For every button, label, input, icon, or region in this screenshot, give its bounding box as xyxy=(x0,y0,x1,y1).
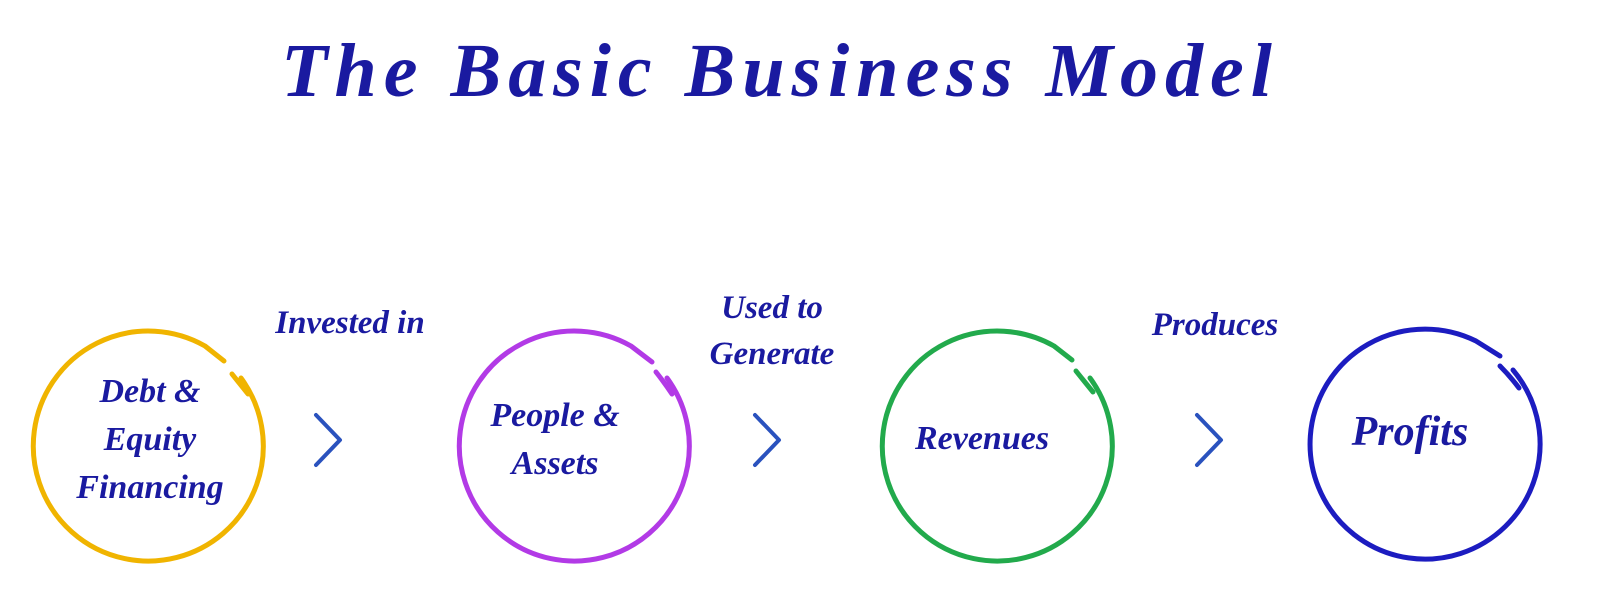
node-revenues: Revenues xyxy=(872,415,1092,463)
node-circle-revenues xyxy=(879,328,1115,564)
node-circle-people-assets xyxy=(456,328,692,564)
node-profits: Profits xyxy=(1300,408,1520,456)
chevron-right-icon xyxy=(1195,413,1223,467)
node-circle-profits xyxy=(1307,326,1543,562)
node-people-assets: People & Assets xyxy=(445,392,665,488)
node-circle-debt-equity xyxy=(30,328,266,564)
edge-label-used-to-generate: Used to Generate xyxy=(672,285,872,377)
edge-label-produces: Produces xyxy=(1110,302,1320,348)
node-label-line: Profits xyxy=(1351,409,1469,455)
node-label-line: People & xyxy=(490,397,620,434)
edge-label-invested-in: Invested in xyxy=(230,300,470,346)
edge-label-line: Used to xyxy=(721,290,823,326)
node-label-line: Assets xyxy=(511,445,599,482)
edge-label-line: Invested in xyxy=(275,305,425,341)
node-label-line: Equity xyxy=(103,421,197,458)
edge-label-line: Produces xyxy=(1151,307,1279,343)
node-label-line: Financing xyxy=(76,469,224,506)
chevron-right-icon xyxy=(314,413,342,467)
edge-label-line: Generate xyxy=(709,336,835,372)
diagram-title: The Basic Business Model xyxy=(281,29,1279,113)
node-debt-equity-financing: Debt & Equity Financing xyxy=(40,368,260,512)
node-label-line: Revenues xyxy=(914,420,1050,457)
chevron-right-icon xyxy=(753,413,781,467)
node-label-line: Debt & xyxy=(99,373,201,410)
